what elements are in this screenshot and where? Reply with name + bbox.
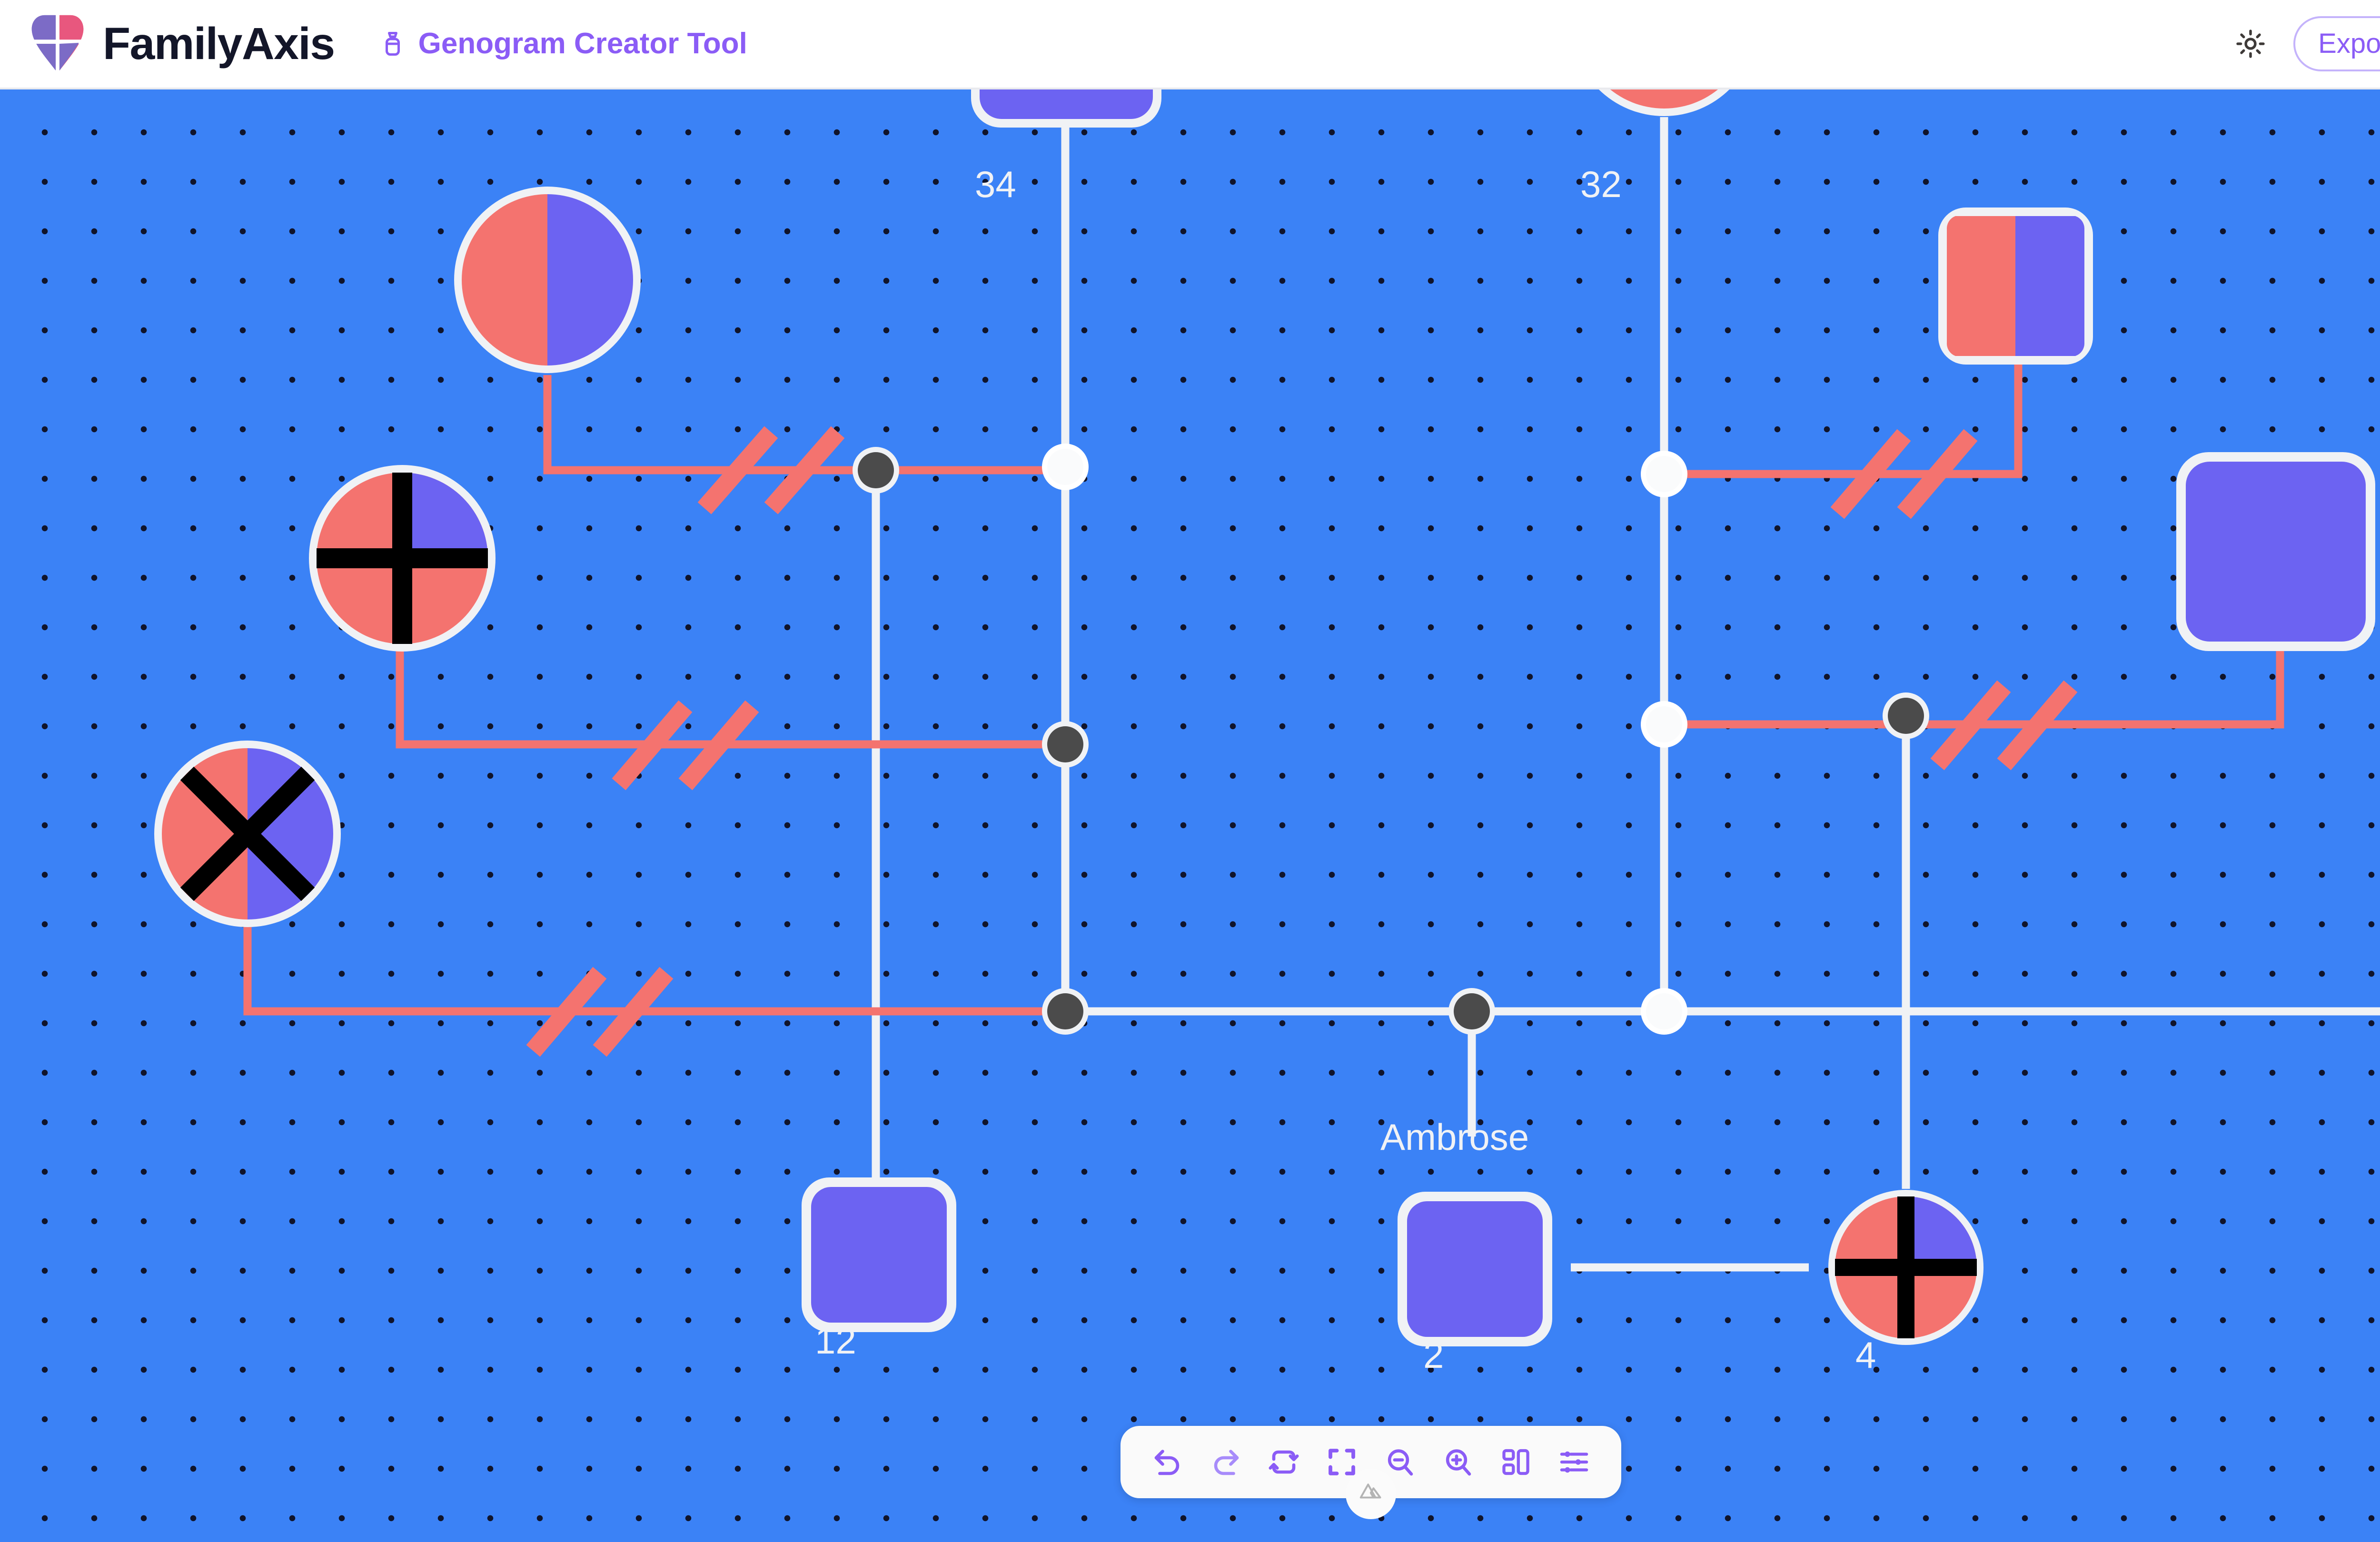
- fit-screen-button[interactable]: [1313, 1433, 1371, 1491]
- person-node-square-child-2[interactable]: [1398, 1192, 1552, 1346]
- person-node-square-half-upper[interactable]: [1938, 208, 2093, 365]
- junction-dot-white[interactable]: [1641, 988, 1687, 1035]
- sliders-icon: [1560, 1451, 1588, 1473]
- layout-button[interactable]: [1487, 1433, 1545, 1491]
- zoom-in-button[interactable]: [1429, 1433, 1487, 1491]
- node-label-age: 2: [1423, 1334, 1444, 1376]
- magnifier-minus-icon: [1388, 1449, 1413, 1476]
- genogram-graph: [154, 89, 2380, 1346]
- node-label-name: Ambrose: [1380, 1116, 1529, 1158]
- reset-button[interactable]: [1255, 1433, 1313, 1491]
- sun-icon: [2236, 30, 2265, 58]
- undo-button[interactable]: [1139, 1433, 1197, 1491]
- node-label-age: 34: [975, 163, 1016, 205]
- node-label-age: 32: [1580, 163, 1622, 205]
- brand-name: FamilyAxis: [103, 18, 335, 69]
- person-node-square-top-left[interactable]: [971, 89, 1161, 128]
- settings-button[interactable]: [1545, 1433, 1603, 1491]
- junction-dot-dark[interactable]: [1042, 721, 1089, 768]
- junction-dot-dark[interactable]: [1042, 988, 1089, 1035]
- person-node-circle-cross[interactable]: [309, 465, 496, 652]
- node-label-age: 12: [815, 1320, 856, 1362]
- familyaxis-heart-logo: [30, 13, 86, 74]
- export-label: Export: [2318, 28, 2380, 59]
- export-button[interactable]: Export: [2293, 16, 2380, 71]
- person-node-circle-deceased[interactable]: [154, 741, 341, 927]
- genogram-tool-icon: [385, 32, 400, 56]
- junction-dots: [853, 444, 1929, 1035]
- junction-dot-white[interactable]: [1042, 444, 1089, 490]
- nuxt-devtools-badge[interactable]: [1346, 1469, 1396, 1519]
- junction-dot-white[interactable]: [1641, 701, 1687, 748]
- canvas-toolbar: [1121, 1426, 1621, 1519]
- person-node-circle-half[interactable]: [454, 187, 641, 373]
- refresh-cycle-icon: [1269, 1450, 1299, 1474]
- nuxt-logo-icon: [1359, 1483, 1381, 1499]
- junction-dot-dark[interactable]: [853, 447, 899, 494]
- junction-dot-dark[interactable]: [1448, 988, 1495, 1035]
- node-label-age: 4: [1855, 1334, 1876, 1376]
- junction-dot-white[interactable]: [1641, 451, 1687, 497]
- descent-lines: [872, 117, 2380, 1272]
- person-node-circle-top-right[interactable]: [1571, 89, 1757, 116]
- theme-toggle-button[interactable]: [2229, 22, 2272, 66]
- zoom-out-button[interactable]: [1371, 1433, 1429, 1491]
- redo-arrow-icon: [1214, 1450, 1239, 1475]
- brand: FamilyAxis: [30, 13, 335, 74]
- tool-subtitle: Genogram Creator Tool: [378, 29, 747, 59]
- magnifier-plus-icon: [1446, 1449, 1471, 1476]
- junction-dot-dark[interactable]: [1883, 692, 1929, 739]
- undo-arrow-icon: [1154, 1450, 1180, 1475]
- person-node-square-child-12[interactable]: [802, 1177, 956, 1332]
- person-node-circle-child-4[interactable]: [1828, 1190, 1983, 1345]
- layout-grid-icon: [1502, 1449, 1529, 1475]
- fit-to-screen-icon: [1329, 1449, 1355, 1475]
- divorce-slash-marks: [526, 426, 2078, 1057]
- tool-subtitle-label: Genogram Creator Tool: [418, 27, 747, 60]
- app-header: FamilyAxis Genogram Creator Tool Export: [0, 0, 2380, 89]
- genogram-canvas[interactable]: 34 32 Ambrose 12 2 4: [0, 89, 2380, 1542]
- relationship-lines: [243, 365, 2284, 1016]
- header-actions: Export Save: [2229, 16, 2380, 71]
- person-node-square-purple-mid[interactable]: [2176, 452, 2375, 651]
- redo-button[interactable]: [1197, 1433, 1255, 1491]
